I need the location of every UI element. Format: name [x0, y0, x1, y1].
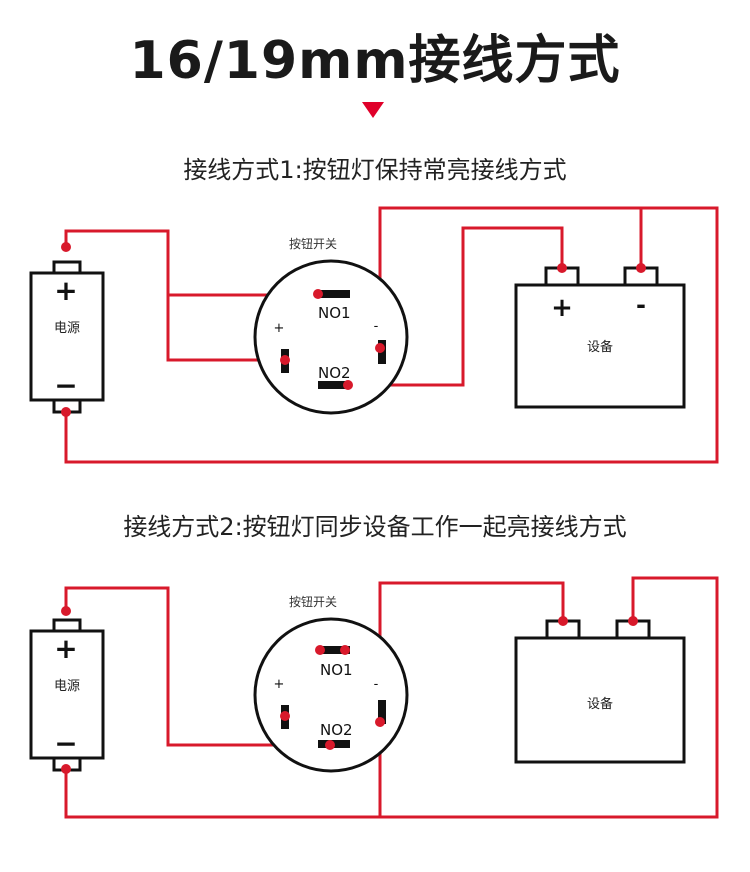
page-title: 16/19mm接线方式 — [129, 31, 621, 91]
device-label: 设备 — [587, 339, 613, 355]
no2-label: NO2 — [318, 364, 351, 382]
switch-label: 按钮开关 — [289, 594, 337, 609]
pin-minus-label: - — [374, 319, 379, 334]
power-plus-sign: + — [54, 632, 77, 665]
switch-body — [253, 259, 409, 415]
dot-power-minus — [61, 764, 71, 774]
dot-pin-minus — [375, 343, 385, 353]
device-plus-sign: + — [551, 293, 573, 323]
device-body — [514, 636, 686, 764]
device-label: 设备 — [587, 696, 613, 712]
dot-device-minus — [628, 616, 638, 626]
power-minus-sign: − — [54, 727, 77, 760]
no1-label: NO1 — [318, 304, 351, 322]
device-minus-sign: - — [636, 291, 646, 319]
power-label: 电源 — [54, 679, 80, 694]
wire-no2-to-device-plus — [348, 226, 564, 387]
dot-no1 — [313, 289, 323, 299]
contact-no2 — [318, 381, 350, 389]
wire-minus-pin-return — [64, 722, 382, 819]
dot-pin-minus — [375, 717, 385, 727]
power-minus-sign: − — [54, 369, 77, 402]
push-button-switch-1: 按钮开关 NO1 NO2 + - — [253, 236, 409, 415]
no2-label: NO2 — [320, 721, 353, 739]
power-plus-sign: + — [54, 274, 77, 307]
wire-power-plus-to-plus-pin — [166, 295, 282, 362]
power-source-1: + 电源 − — [29, 260, 105, 414]
pin-plus-label: + — [274, 677, 285, 692]
junction-dots-2 — [61, 606, 638, 774]
pin-plus-label: + — [274, 321, 285, 336]
dot-pin-plus — [280, 711, 290, 721]
dot-device-minus — [636, 263, 646, 273]
diagram-1: + 电源 − 按钮开关 NO1 NO2 + - + - 设备 — [29, 206, 719, 464]
wire-minus-pin-to-device-minus — [64, 206, 719, 464]
device-2: 设备 — [514, 619, 686, 764]
wire-power-plus-to-no1 — [64, 229, 318, 297]
dot-no1-left — [315, 645, 325, 655]
dot-no2 — [343, 380, 353, 390]
switch-body — [253, 617, 409, 773]
device-1: + - 设备 — [514, 266, 686, 409]
dot-pin-plus — [280, 355, 290, 365]
dot-device-plus — [558, 616, 568, 626]
diagram-2: + 电源 − 按钮开关 NO1 NO2 + - 设备 — [29, 576, 719, 819]
dot-no1-right — [340, 645, 350, 655]
dot-power-plus — [61, 606, 71, 616]
device-body — [514, 283, 686, 409]
no1-label: NO1 — [320, 661, 353, 679]
push-button-switch-2: 按钮开关 NO1 NO2 + - — [253, 594, 409, 773]
wire-power-plus-to-no2 — [64, 586, 330, 747]
contact-no1 — [318, 290, 350, 298]
down-arrow-icon — [362, 102, 384, 118]
wire-device-minus-return — [380, 576, 719, 819]
dot-power-minus — [61, 407, 71, 417]
pin-minus-label: - — [374, 677, 379, 692]
switch-label: 按钮开关 — [289, 236, 337, 251]
power-source-2: + 电源 − — [29, 618, 105, 772]
dot-power-plus — [61, 242, 71, 252]
wires-1 — [64, 206, 719, 464]
dot-device-plus — [557, 263, 567, 273]
method1-heading: 接线方式1:按钮灯保持常亮接线方式 — [183, 156, 567, 184]
pin-minus — [378, 700, 386, 724]
junction-dots-1 — [61, 242, 646, 417]
contact-no1 — [318, 646, 350, 654]
dot-no2 — [325, 740, 335, 750]
method2-heading: 接线方式2:按钮灯同步设备工作一起亮接线方式 — [123, 513, 627, 541]
power-label: 电源 — [54, 321, 80, 336]
